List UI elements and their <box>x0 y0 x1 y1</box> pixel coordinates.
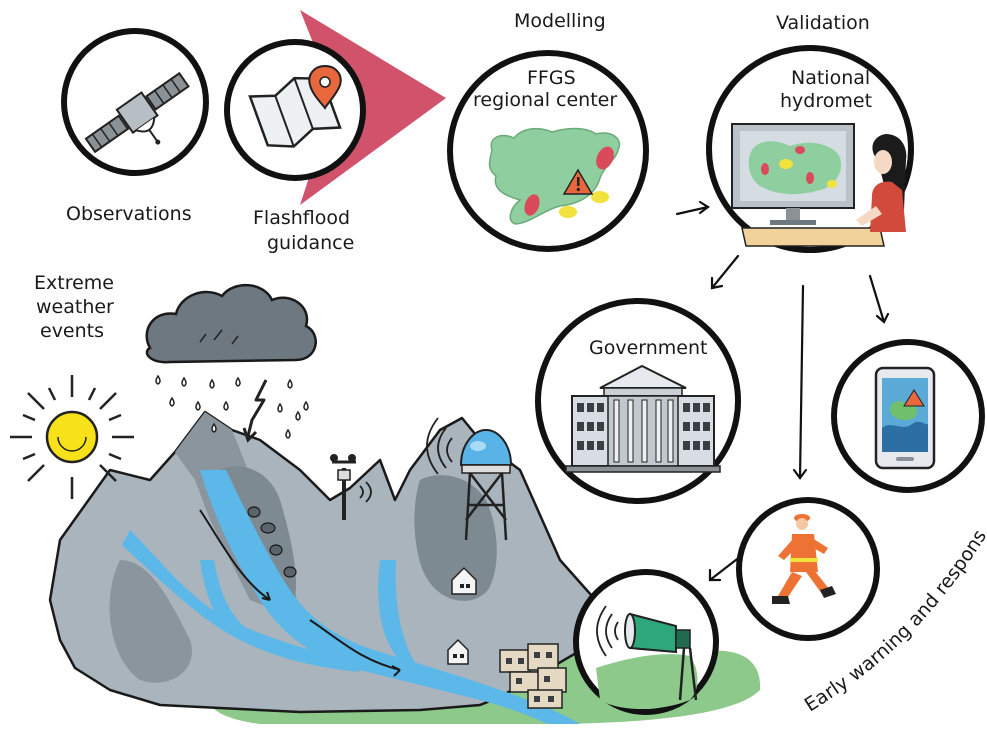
radar-tower-icon <box>426 417 513 541</box>
arrow-hydromet-to-smartphone <box>868 274 890 324</box>
map-pin-icon <box>308 64 342 110</box>
government-building-icon <box>565 364 721 473</box>
warning-icon <box>562 168 594 195</box>
connector-arrows <box>675 200 890 582</box>
government-node <box>535 298 741 504</box>
sun-icon <box>10 375 134 499</box>
house-icon <box>451 566 477 595</box>
label-hydromet-line2: hydromet <box>780 90 873 112</box>
label-observations: Observations <box>66 203 192 225</box>
lightning-icon <box>246 379 268 437</box>
rescuer-icon <box>772 514 836 604</box>
weather-station-icon <box>330 454 372 520</box>
label-flashflood-line1: Flashflood <box>253 207 351 229</box>
river-branch-3 <box>200 560 252 640</box>
regional-map <box>488 127 621 225</box>
label-extreme-line1: Extreme <box>34 272 114 294</box>
label-modelling: Modelling <box>514 10 606 32</box>
observations-node <box>61 28 209 176</box>
loudspeaker-node <box>573 569 719 715</box>
river-branch <box>122 530 360 672</box>
label-government: Government <box>589 337 708 359</box>
rain-cloud-icon <box>145 283 317 439</box>
label-hydromet-line1: National <box>791 67 871 89</box>
arrow-rescuer-to-loudspeaker <box>708 554 743 582</box>
desk <box>741 227 885 247</box>
smartphone-node <box>831 339 985 493</box>
label-flashflood-line2: guidance <box>267 232 355 254</box>
person-icon <box>856 134 907 232</box>
arrow-hydromet-to-rescuer <box>792 284 808 480</box>
slope-arrows <box>199 509 401 677</box>
smartphone-icon <box>874 366 936 470</box>
label-extreme-line2: weather <box>36 296 114 318</box>
label-extreme-line3: events <box>40 320 105 342</box>
river-branch-2 <box>378 560 416 664</box>
loudspeaker-icon <box>596 605 698 701</box>
river <box>200 470 580 724</box>
arrow-hydromet-to-government <box>710 254 740 290</box>
house-icon <box>447 638 469 665</box>
village <box>499 643 567 709</box>
label-ffgs-line2: regional center <box>473 89 618 111</box>
mountain-shade-3 <box>109 560 192 683</box>
satellite-icon <box>84 71 190 154</box>
computer-monitor-icon <box>731 123 855 225</box>
label-validation: Validation <box>776 12 870 34</box>
flashflood-node <box>224 39 366 181</box>
label-ffgs-line1: FFGS <box>527 67 576 89</box>
rescuer-node <box>736 497 880 641</box>
ffgs-node <box>447 50 649 252</box>
arrow-ffgs-to-hydromet <box>675 200 710 216</box>
hydromet-node <box>706 45 914 253</box>
